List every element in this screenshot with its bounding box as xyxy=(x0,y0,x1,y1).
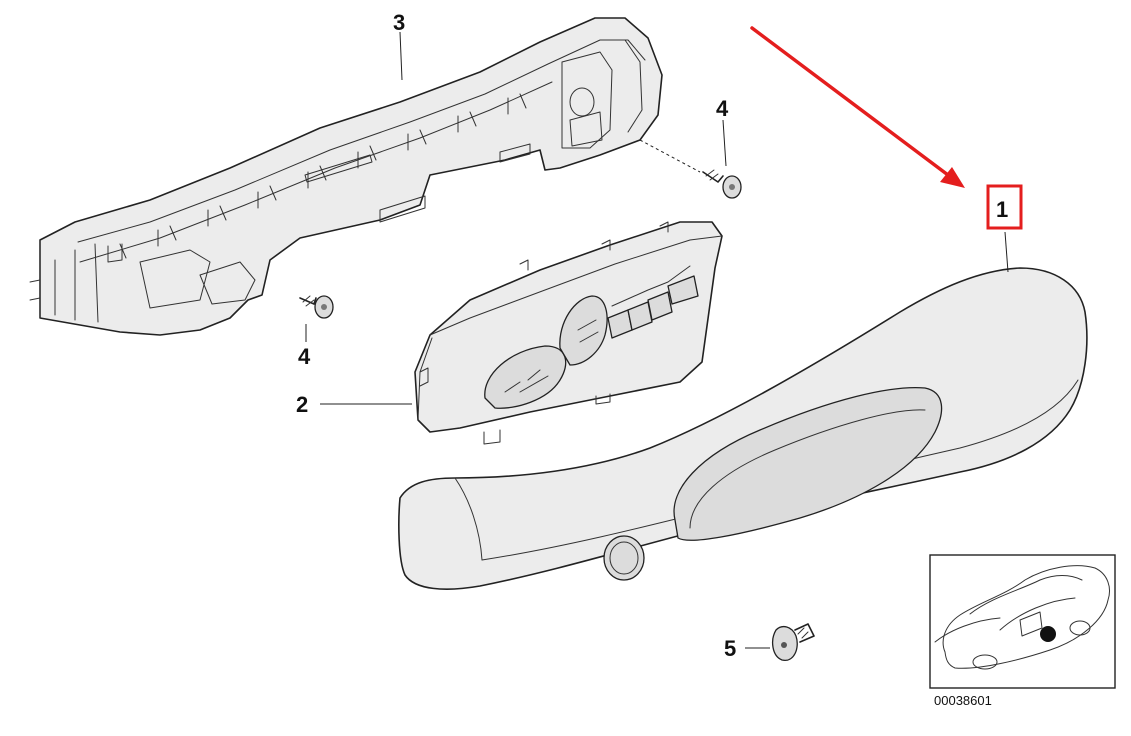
part-2-seat-switch xyxy=(414,221,723,445)
seat-location-marker xyxy=(1040,626,1056,642)
callout-1: 1 xyxy=(996,197,1008,222)
red-arrow xyxy=(750,26,965,188)
part-3-trim-carrier xyxy=(29,17,663,336)
vehicle-locator-inset xyxy=(929,554,1116,689)
part-4-screw-bottom xyxy=(299,295,334,319)
callout-2: 2 xyxy=(296,392,308,417)
part-4-screw-top xyxy=(702,169,742,199)
callout-4-top: 4 xyxy=(716,96,729,121)
part-1-trim-cover xyxy=(398,267,1088,590)
part-5-bolt xyxy=(771,623,815,661)
highlight-box xyxy=(986,184,1023,230)
car-silhouette xyxy=(934,565,1110,670)
callout-5: 5 xyxy=(724,636,736,661)
callout-3: 3 xyxy=(393,10,405,35)
callout-4-bottom: 4 xyxy=(298,344,311,369)
diagram-part-number: 00038601 xyxy=(934,693,992,708)
leader-lines xyxy=(305,31,1009,649)
